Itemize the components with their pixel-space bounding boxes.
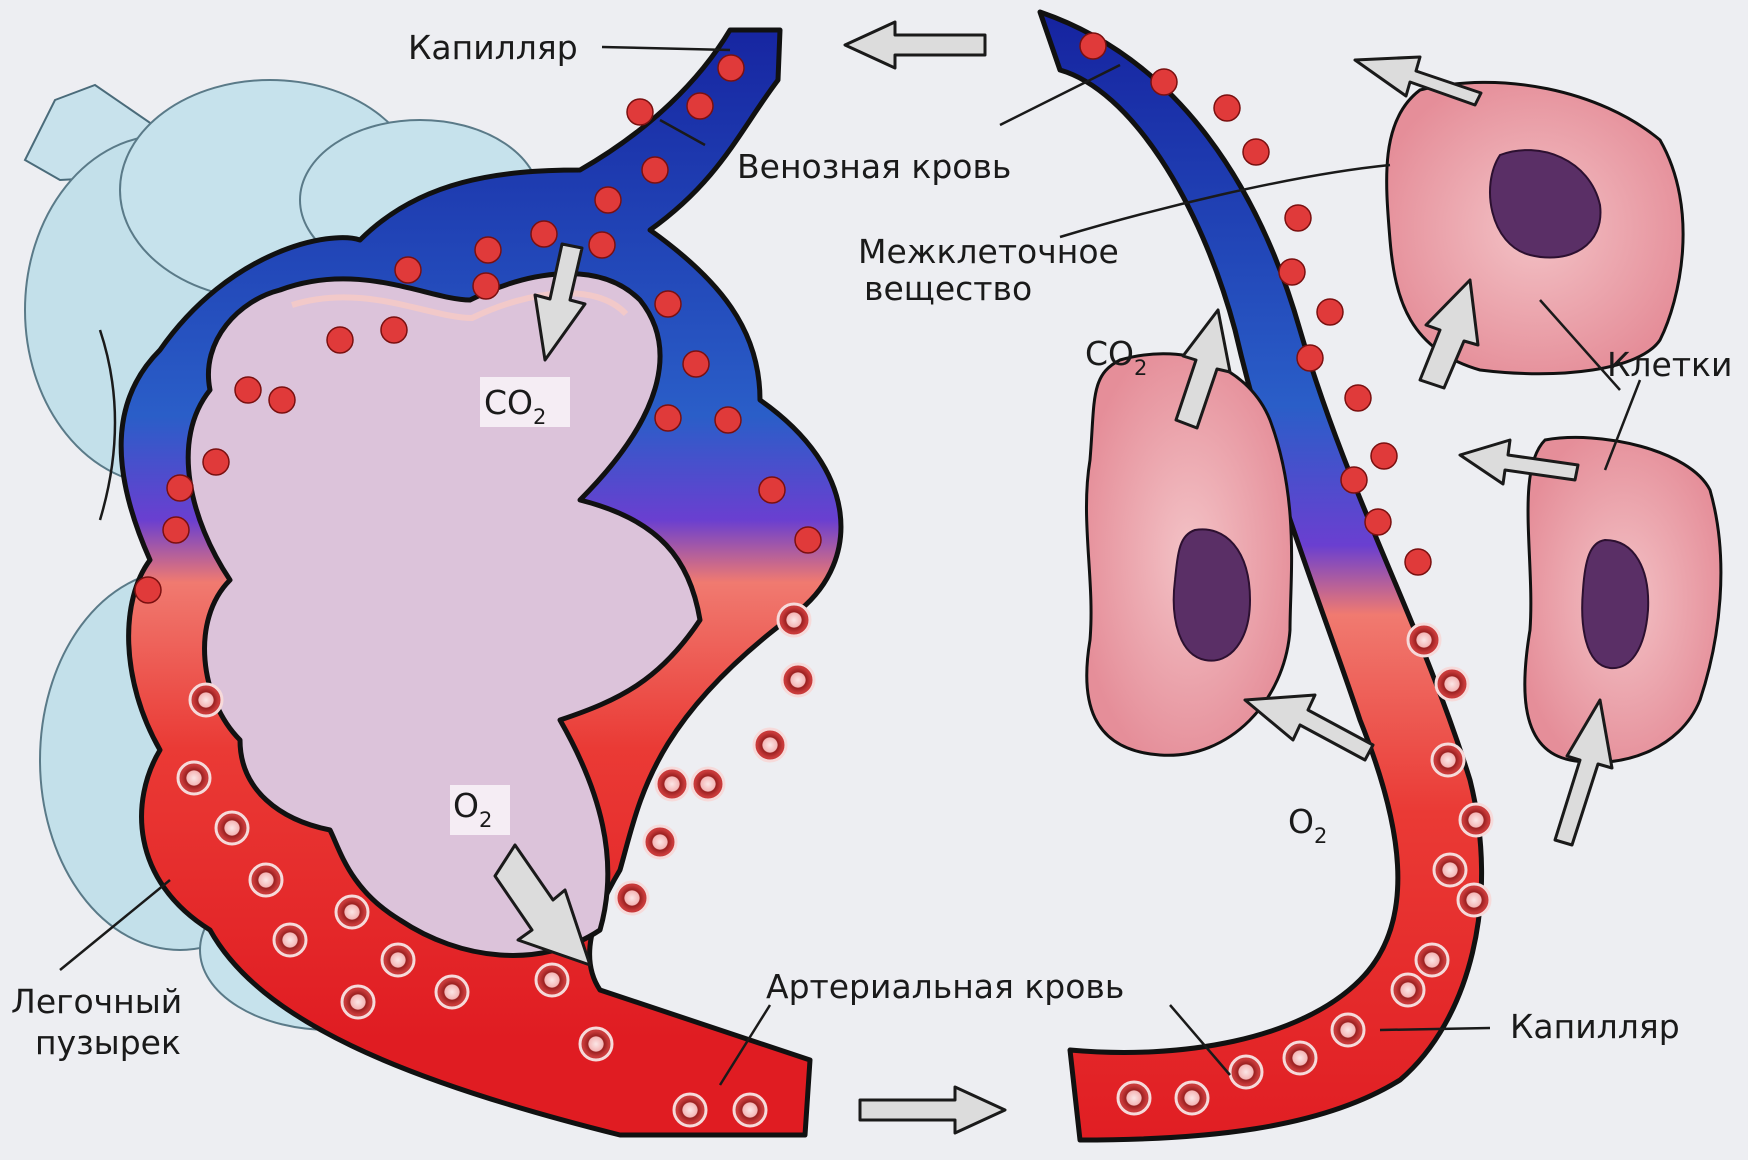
arterial-rbc [734,1094,766,1126]
venous-rbc [203,449,229,475]
arterial-rbc [1432,744,1464,776]
label-intercellular-2: вещество [864,269,1032,308]
venous-rbc [1297,345,1323,371]
venous-rbc [642,157,668,183]
arterial-rbc [1230,1056,1262,1088]
arterial-rbc [644,826,676,858]
venous-rbc [167,475,193,501]
venous-rbc [163,517,189,543]
venous-rbc [1285,205,1311,231]
arterial-rbc [782,664,814,696]
arterial-rbc [1458,884,1490,916]
arterial-rbc [336,896,368,928]
venous-rbc [1345,385,1371,411]
arterial-rbc [692,768,724,800]
venous-rbc [475,237,501,263]
venous-rbc [795,527,821,553]
venous-rbc [327,327,353,353]
venous-rbc [1341,467,1367,493]
venous-rbc [1214,95,1240,121]
venous-rbc [655,291,681,317]
arterial-rbc [1332,1014,1364,1046]
label-cells: Клетки [1607,345,1732,384]
arrow-right-icon [860,1087,1005,1133]
venous-rbc [715,407,741,433]
arterial-rbc [778,604,810,636]
label-lung-vesicle-2: пузырек [35,1023,181,1062]
venous-rbc [235,377,261,403]
venous-rbc [589,232,615,258]
venous-rbc [1080,33,1106,59]
arterial-rbc [216,812,248,844]
arterial-rbc [580,1028,612,1060]
venous-rbc [1279,259,1305,285]
arterial-rbc [1284,1042,1316,1074]
arterial-rbc [1408,624,1440,656]
arterial-rbc [1436,668,1468,700]
venous-rbc [1405,549,1431,575]
arterial-rbc [1392,974,1424,1006]
label-arterial-blood: Артериальная кровь [766,967,1124,1006]
venous-rbc [531,221,557,247]
arterial-rbc [616,882,648,914]
venous-rbc [759,477,785,503]
venous-rbc [627,99,653,125]
arterial-rbc [656,768,688,800]
arterial-rbc [536,964,568,996]
arterial-rbc [342,986,374,1018]
arterial-rbc [382,944,414,976]
venous-rbc [718,55,744,81]
venous-rbc [687,93,713,119]
arterial-rbc [190,684,222,716]
venous-rbc [395,257,421,283]
arterial-rbc [1460,804,1492,836]
venous-rbc [1317,299,1343,325]
venous-rbc [683,351,709,377]
arterial-rbc [674,1094,706,1126]
label-capillary-left: Капилляр [408,28,578,67]
venous-rbc [1151,69,1177,95]
venous-rbc [1371,443,1397,469]
venous-rbc [381,317,407,343]
arterial-rbc [754,729,786,761]
arterial-rbc [250,864,282,896]
arterial-rbc [178,762,210,794]
arterial-rbc [1118,1082,1150,1114]
venous-rbc [473,273,499,299]
arrow-left-icon [845,22,985,68]
venous-rbc [1365,509,1391,535]
label-o2-right: O2 [1288,802,1327,848]
venous-rbc [595,187,621,213]
venous-rbc [269,387,295,413]
label-capillary-right: Капилляр [1510,1007,1680,1046]
arterial-rbc [436,976,468,1008]
venous-rbc [1243,139,1269,165]
venous-rbc [655,405,681,431]
arterial-rbc [274,924,306,956]
venous-rbc [135,577,161,603]
arterial-rbc [1416,944,1448,976]
label-venous-blood: Венозная кровь [737,147,1011,186]
label-lung-vesicle-1: Легочный [11,982,182,1021]
arterial-rbc [1176,1082,1208,1114]
nucleus [1582,540,1648,668]
arterial-rbc [1434,854,1466,886]
label-intercellular-1: Межклеточное [858,232,1119,271]
